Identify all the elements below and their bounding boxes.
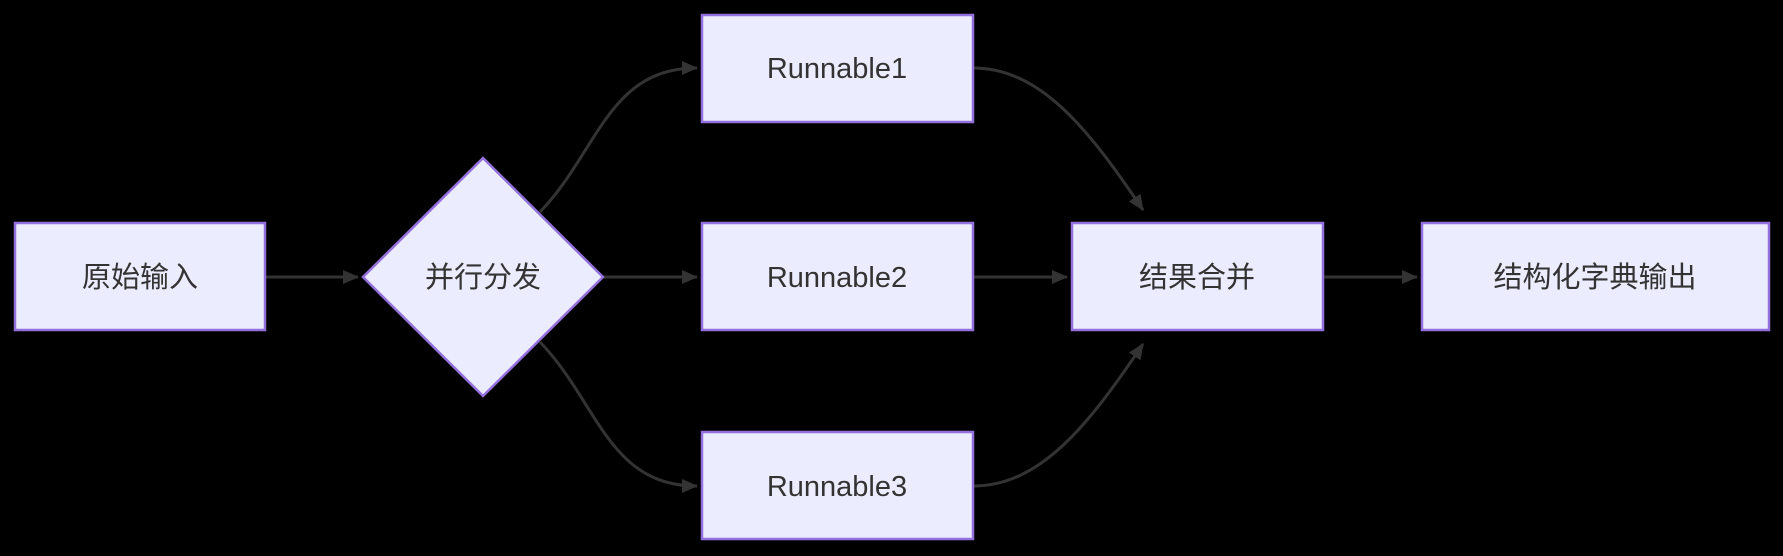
node-dispatch-shape bbox=[361, 156, 605, 398]
node-runnable3-label: Runnable3 bbox=[767, 471, 907, 503]
node-runnable2-label: Runnable2 bbox=[767, 262, 907, 294]
node-input-shape bbox=[13, 221, 267, 332]
node-dispatch-label: 并行分发 bbox=[425, 261, 541, 294]
node-merge-label: 结果合并 bbox=[1139, 261, 1255, 294]
node-runnable3-shape bbox=[700, 430, 975, 541]
node-output-label: 结构化字典输出 bbox=[1493, 261, 1696, 294]
node-runnable2: Runnable2 bbox=[700, 221, 975, 332]
edge-runnable3-to-merge bbox=[972, 343, 1145, 488]
node-merge: 结果合并 bbox=[1070, 221, 1325, 332]
node-dispatch: 并行分发 bbox=[361, 156, 605, 398]
node-runnable2-shape bbox=[700, 221, 975, 332]
node-merge-shape bbox=[1070, 221, 1325, 332]
edges bbox=[265, 61, 1418, 493]
edge-dispatch-to-runnable1 bbox=[538, 61, 698, 214]
node-runnable1-label: Runnable1 bbox=[767, 53, 907, 85]
node-runnable1: Runnable1 bbox=[700, 13, 975, 124]
edge-dispatch-to-runnable3 bbox=[538, 340, 698, 493]
nodes: 原始输入 并行分发 Runnable1 Runnable2 Runnable3 bbox=[13, 13, 1771, 541]
node-runnable1-shape bbox=[700, 13, 975, 124]
node-input-label: 原始输入 bbox=[82, 261, 198, 294]
node-input: 原始输入 bbox=[13, 221, 267, 332]
node-output: 结构化字典输出 bbox=[1420, 221, 1771, 332]
node-output-shape bbox=[1420, 221, 1771, 332]
edge-runnable1-to-merge bbox=[972, 66, 1145, 211]
node-runnable3: Runnable3 bbox=[700, 430, 975, 541]
